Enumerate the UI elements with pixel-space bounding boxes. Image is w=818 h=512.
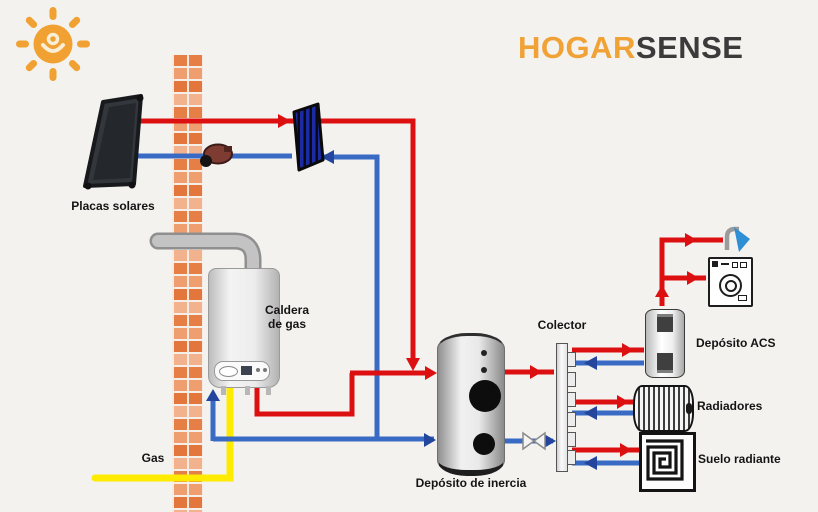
brick-wall <box>172 55 203 512</box>
label-dhw-tank: Depósito ACS <box>696 336 776 350</box>
manifold-port <box>567 450 576 465</box>
washer-door-inner <box>725 280 737 292</box>
washer-control <box>721 263 729 265</box>
washing-machine-icon <box>708 257 753 307</box>
dhw-tank-icon <box>645 309 685 378</box>
boiler-knob <box>263 368 267 372</box>
buffer-tank-icon <box>437 333 505 476</box>
boiler-pipe-stub <box>221 386 226 395</box>
boiler-pipe-stub <box>245 386 250 395</box>
dhw-panel-top <box>657 314 673 332</box>
label-gas: Gas <box>141 451 165 465</box>
boiler-dial <box>219 366 238 377</box>
washer-drawer <box>738 295 747 301</box>
tank-fitting <box>481 367 487 373</box>
boiler-control-panel <box>214 361 270 381</box>
washer-control <box>712 261 718 267</box>
valve-icon <box>522 431 546 451</box>
label-solar-panels: Placas solares <box>71 199 155 213</box>
boiler-pipe-stub <box>266 386 271 395</box>
tank-fitting <box>481 350 487 356</box>
tank-port-small <box>473 433 495 455</box>
label-manifold: Colector <box>537 318 587 332</box>
dhw-panel-bottom <box>657 353 673 373</box>
shower-icon <box>724 226 750 252</box>
sun-icon <box>16 7 90 81</box>
boiler-knob <box>256 368 260 372</box>
manifold-port <box>567 392 576 407</box>
radiator-icon <box>633 385 694 432</box>
label-boiler: Caldera de gas <box>264 303 310 331</box>
label-buffer-tank: Depósito de inercia <box>415 476 527 490</box>
tank-port-large <box>469 380 501 412</box>
logo-sense: SENSE <box>635 30 744 65</box>
washer-control <box>732 262 738 268</box>
manifold-port <box>567 432 576 447</box>
label-radiators: Radiadores <box>697 399 763 413</box>
solar-panel-icon <box>83 94 144 190</box>
boiler-display <box>241 366 252 375</box>
manifold-port <box>567 412 576 427</box>
hogarsense-logo: HOGARSENSE <box>518 30 744 66</box>
label-underfloor: Suelo radiante <box>698 452 781 466</box>
heat-exchanger-icon <box>292 102 325 172</box>
washer-control <box>740 262 747 268</box>
manifold-icon <box>556 343 568 472</box>
circulation-pump-icon <box>200 143 233 167</box>
manifold-port <box>567 372 576 387</box>
underfloor-heating-icon <box>639 432 696 492</box>
logo-hogar: HOGAR <box>518 30 636 65</box>
manifold-port <box>567 352 576 367</box>
radiator-valve <box>686 403 692 414</box>
